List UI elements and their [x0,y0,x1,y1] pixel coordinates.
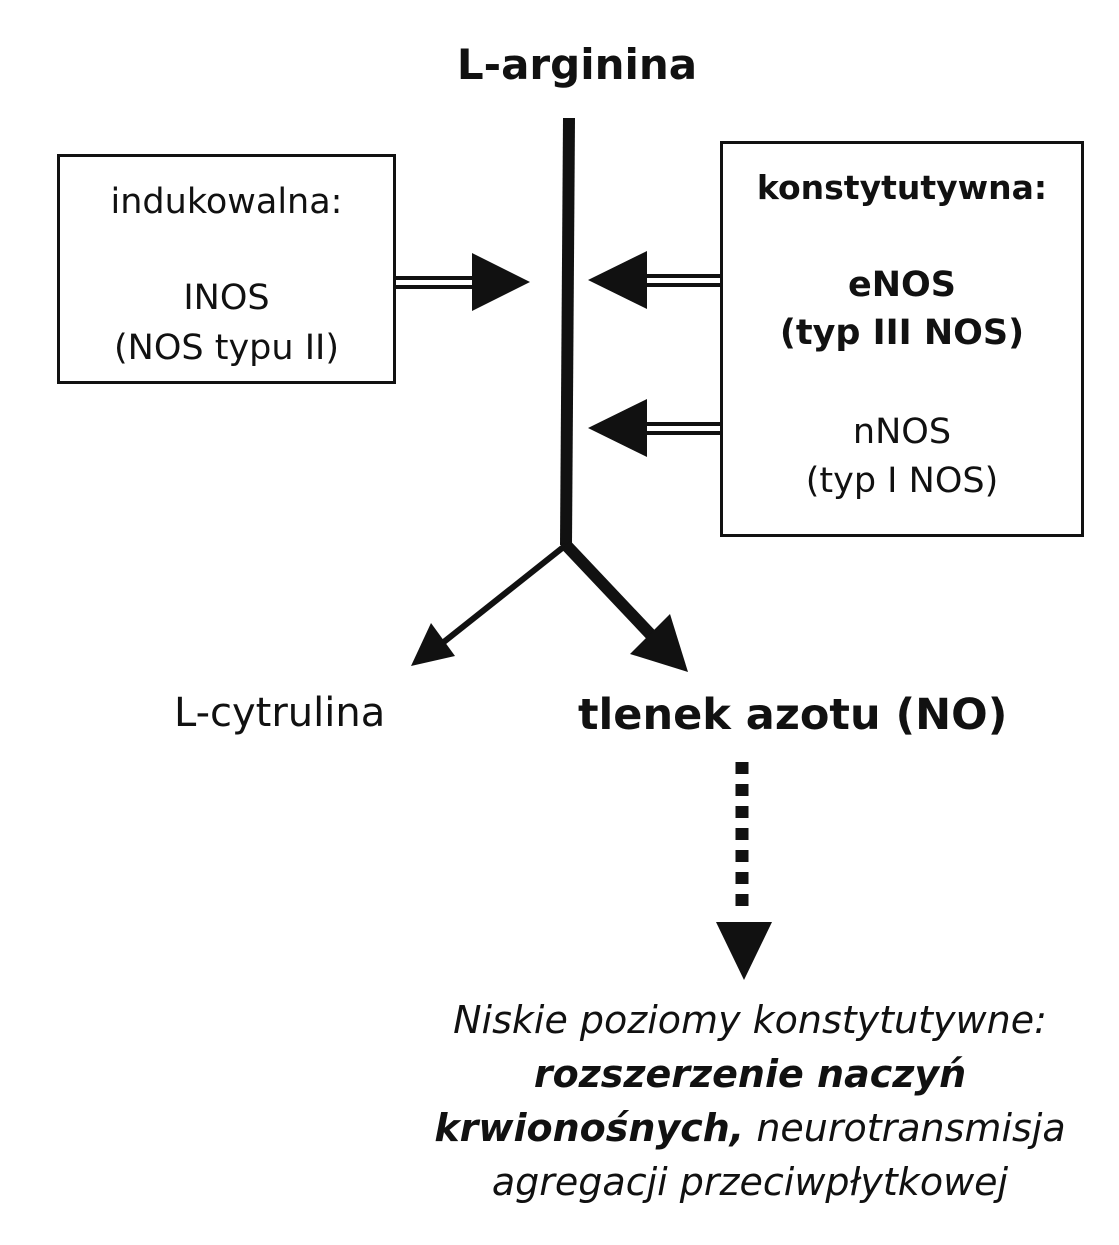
enos-arrowhead [588,251,647,309]
inducible-box: indukowalna: INOS (NOS typu II) [57,154,396,384]
nnos-arrowhead [588,399,647,457]
inos-type-label: (NOS typu II) [114,328,339,368]
dotted-arrowhead [716,922,772,980]
constitutive-heading: konstytutywna: [756,168,1048,207]
effects-line-2: rozszerzenie naczyń [533,1052,967,1096]
product-cytrulina: L-cytrulina [174,690,386,736]
effects-line-4: agregacji przeciwpłytkowej [491,1160,1009,1204]
pathway-main-line [560,117,575,546]
product-nitric-oxide: tlenek azotu (NO) [578,690,1008,740]
branch-line-cytrulina [438,542,568,648]
inos-label: INOS [183,278,270,318]
effects-line-3-bold: krwionośnych, [434,1106,745,1150]
inducible-heading: indukowalna: [110,182,343,222]
effects-line-1: Niskie poziomy konstytutywne: [453,998,1047,1042]
effects-line-3: krwionośnych, neurotransmisja [395,1101,1105,1155]
nnos-label: nNOS [852,412,952,452]
constitutive-box: konstytutywna: eNOS (typ III NOS) nNOS (… [720,141,1084,537]
inos-arrowhead [472,253,530,311]
arrowhead-no [630,614,688,672]
enos-type-label: (typ III NOS) [779,313,1025,353]
effects-text: Niskie poziomy konstytutywne: rozszerzen… [395,993,1105,1209]
arrowhead-cytrulina [411,623,455,666]
substrate-title: L-arginina [456,40,698,89]
branch-line-no [561,540,657,641]
effects-line-3-rest: neurotransmisja [744,1106,1066,1150]
enos-label: eNOS [848,265,956,305]
nnos-type-label: (typ I NOS) [805,461,999,501]
